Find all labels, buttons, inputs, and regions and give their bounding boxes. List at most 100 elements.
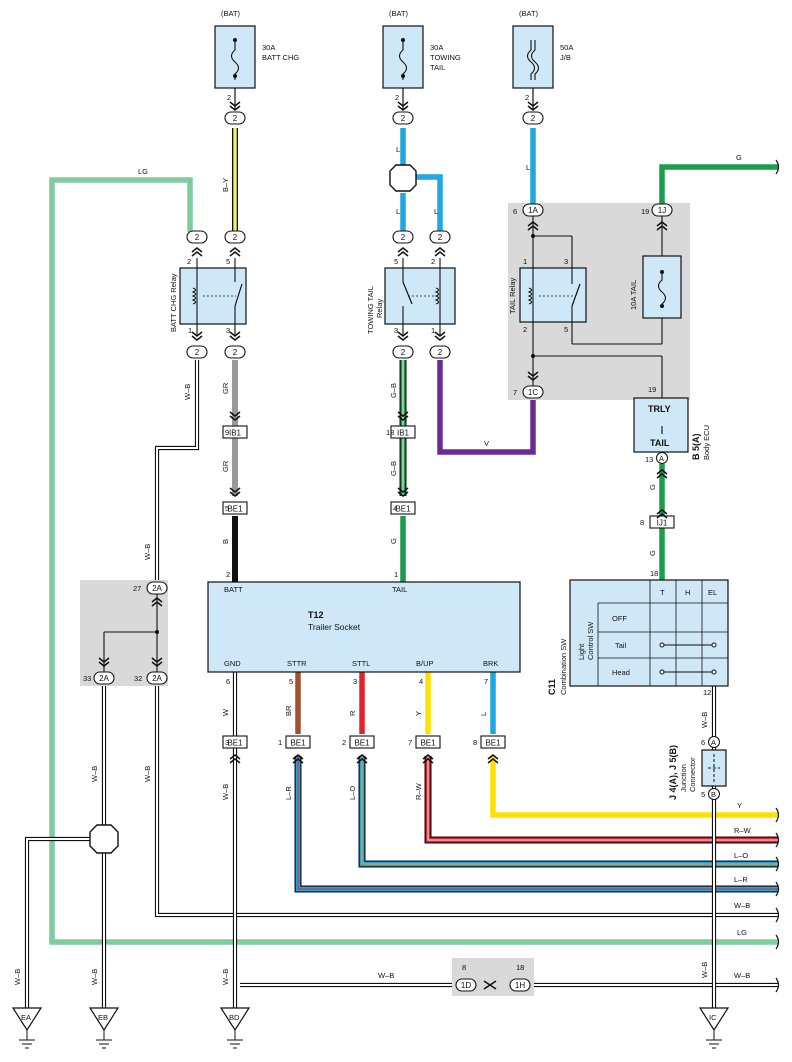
connector-c2b[interactable]: 2 (392, 111, 414, 125)
svg-text:W–B: W–B (13, 969, 22, 985)
svg-text:G–B: G–B (389, 383, 398, 398)
svg-text:1J: 1J (658, 206, 666, 215)
connector-be1b[interactable]: BE1 (390, 501, 416, 515)
towing-tail-relay[interactable] (384, 258, 456, 336)
arrow-mark (434, 331, 446, 341)
connector-c2f[interactable]: 2 (392, 230, 414, 244)
connector-c2a[interactable]: 2 (224, 111, 246, 125)
socket-brk: BRK (483, 659, 498, 668)
svg-text:G–B: G–B (389, 461, 398, 476)
fuse-jb[interactable] (512, 25, 554, 110)
svg-text:19: 19 (648, 385, 656, 394)
svg-text:R–W: R–W (414, 782, 423, 800)
svg-text:L: L (434, 207, 438, 216)
arrow-mark (292, 754, 304, 764)
bat-label-3: (BAT) (519, 9, 539, 18)
svg-text:6: 6 (513, 207, 517, 216)
fuse-towing-tail[interactable] (382, 25, 424, 110)
svg-text:6: 6 (701, 738, 705, 747)
arrow-mark (397, 247, 409, 257)
socket-sttl: STTL (352, 659, 370, 668)
socket-bup: B/UP (416, 659, 434, 668)
svg-text:2A: 2A (152, 584, 162, 593)
jc-name1: Junction (679, 764, 688, 792)
connector-c2j[interactable]: 2 (392, 345, 414, 359)
connector-c2a_33[interactable]: 2A (93, 671, 115, 685)
fuse3-amp: 50A (560, 43, 573, 52)
svg-text:13: 13 (645, 455, 653, 464)
connector-c1d[interactable]: 1D (455, 978, 477, 992)
wire-g-top[interactable] (659, 164, 778, 204)
junction-connector[interactable] (701, 749, 727, 787)
arrow-mark (98, 657, 110, 667)
connector-c1j[interactable]: 1J (651, 203, 673, 217)
svg-text:2: 2 (431, 257, 435, 266)
connector-c1h[interactable]: 1H (509, 978, 531, 992)
connector-ib1a[interactable]: IB1 (222, 425, 248, 439)
trailer-socket[interactable] (207, 581, 521, 673)
fuse-10a-tail[interactable] (642, 214, 682, 344)
fuse2-amp: 30A (430, 43, 443, 52)
svg-text:2: 2 (226, 570, 230, 579)
wire-wb-group[interactable] (24, 360, 778, 1008)
jc-name2: Connector (688, 757, 697, 792)
body-ecu[interactable] (633, 397, 689, 462)
combination-switch[interactable] (569, 579, 729, 687)
connector-c2c[interactable]: 2 (522, 111, 544, 125)
connector-c2g[interactable]: 2 (429, 230, 451, 244)
arrow-mark (397, 411, 409, 421)
wire-v[interactable] (437, 360, 536, 455)
connector-c2i[interactable]: 2 (224, 345, 246, 359)
svg-text:G: G (389, 538, 398, 544)
svg-text:3: 3 (394, 326, 398, 335)
svg-text:2: 2 (401, 233, 406, 242)
tail-relay[interactable] (519, 214, 663, 398)
svg-text:5: 5 (394, 257, 398, 266)
connector-c1c[interactable]: 1C (522, 385, 544, 399)
wire-y-right[interactable] (490, 756, 778, 818)
svg-text:2: 2 (401, 348, 406, 357)
arrow-mark (151, 657, 163, 667)
arrow-mark (656, 509, 668, 519)
svg-text:BE1: BE1 (485, 739, 501, 748)
connector-c2h[interactable]: 2 (186, 345, 208, 359)
bat-label-2: (BAT) (389, 9, 409, 18)
svg-text:L–R: L–R (284, 786, 293, 800)
arrow-marks (98, 101, 668, 990)
connector-be1_3[interactable]: BE1 (222, 735, 248, 749)
fuse-batt-chg[interactable] (214, 25, 256, 110)
connector-be1_1[interactable]: BE1 (285, 735, 311, 749)
connector-c2a_32[interactable]: 2A (146, 671, 168, 685)
svg-text:4: 4 (393, 504, 397, 513)
svg-text:W–B: W–B (90, 969, 99, 985)
svg-text:2: 2 (227, 93, 231, 102)
connector-be1_2[interactable]: BE1 (349, 735, 375, 749)
arrow-mark (527, 221, 539, 231)
svg-text:W–B: W–B (700, 962, 709, 978)
connector-be1_7[interactable]: BE1 (415, 735, 441, 749)
wire-lg[interactable] (49, 177, 778, 945)
svg-text:3: 3 (226, 326, 230, 335)
connector-c2a_27[interactable]: 2A (146, 581, 168, 595)
svg-text:L: L (396, 145, 400, 154)
svg-text:2A: 2A (99, 674, 109, 683)
arrow-mark (434, 247, 446, 257)
connector-be1_8[interactable]: BE1 (480, 735, 506, 749)
arrow-mark (191, 331, 203, 341)
svg-text:BD: BD (229, 1013, 240, 1022)
svg-text:8: 8 (640, 518, 644, 527)
arrow-mark (229, 247, 241, 257)
batt-chg-relay[interactable] (179, 258, 247, 336)
ecu-connector-a: A (659, 454, 664, 463)
connector-c2e[interactable]: 2 (224, 230, 246, 244)
svg-text:1C: 1C (528, 388, 538, 397)
connector-c2k[interactable]: 2 (429, 345, 451, 359)
connector-be1a[interactable]: BE1 (222, 501, 248, 515)
svg-text:5: 5 (289, 677, 293, 686)
arrow-mark (229, 101, 241, 111)
connector-ij1[interactable]: IJ1 (649, 515, 675, 529)
connector-c2d[interactable]: 2 (186, 230, 208, 244)
connector-c1a[interactable]: 1A (522, 203, 544, 217)
connector-ib1b[interactable]: IB1 (390, 425, 416, 439)
